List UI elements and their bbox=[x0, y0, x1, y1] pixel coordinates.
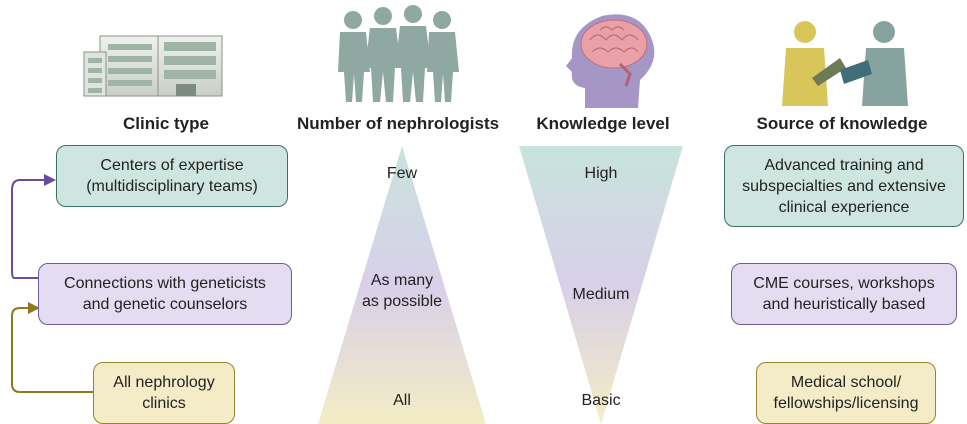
header-knowledge-level: Knowledge level bbox=[536, 114, 670, 133]
brain-head-icon bbox=[566, 14, 655, 108]
building-icon bbox=[83, 35, 223, 97]
knowledge-label-high: High bbox=[584, 165, 618, 182]
purple-connector-arrow bbox=[11, 179, 48, 279]
olive-arrowhead bbox=[28, 302, 40, 314]
olive-connector-arrow bbox=[11, 307, 93, 393]
source-box-cme-courses: CME courses, workshops and heuristically… bbox=[731, 263, 957, 325]
nephrologists-triangle bbox=[318, 146, 486, 424]
knowledge-label-medium: Medium bbox=[572, 286, 630, 303]
header-number-of-nephrologists: Number of nephrologists bbox=[296, 114, 500, 133]
consultation-icon bbox=[782, 21, 908, 106]
knowledge-label-basic: Basic bbox=[581, 392, 621, 409]
knowledge-triangle bbox=[519, 146, 683, 424]
clinic-box-centers-of-expertise: Centers of expertise (multidisciplinary … bbox=[56, 145, 288, 207]
clinic-box-all-nephrology: All nephrology clinics bbox=[93, 362, 235, 424]
people-group-icon bbox=[338, 5, 459, 102]
nephrologists-label-all: All bbox=[393, 392, 411, 409]
clinic-box-geneticists: Connections with geneticists and genetic… bbox=[38, 263, 292, 325]
header-source-of-knowledge: Source of knowledge bbox=[756, 114, 928, 133]
nephrologists-label-few: Few bbox=[386, 165, 418, 182]
nephrologists-label-many: As many as possible bbox=[361, 272, 443, 310]
source-box-advanced-training: Advanced training and subspecialties and… bbox=[724, 145, 964, 227]
purple-arrowhead bbox=[44, 174, 56, 186]
header-clinic-type: Clinic type bbox=[123, 114, 209, 133]
source-box-medical-school: Medical school/ fellowships/licensing bbox=[756, 362, 936, 424]
